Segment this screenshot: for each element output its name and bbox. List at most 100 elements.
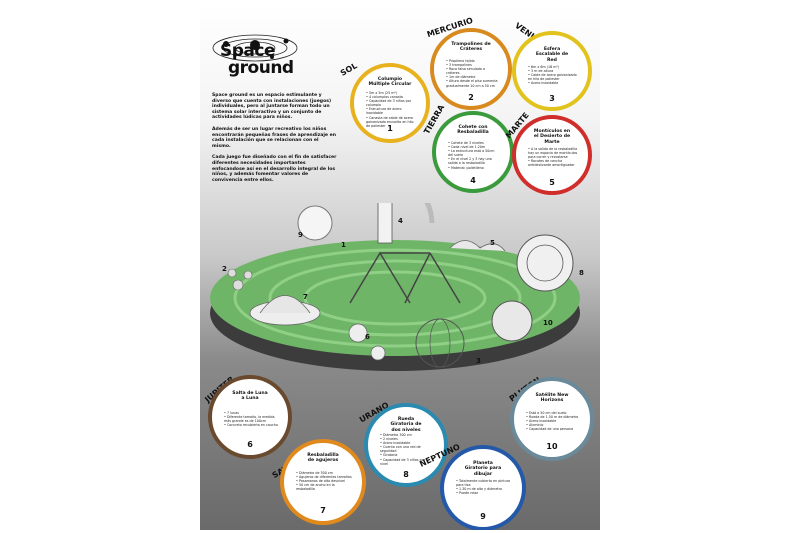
card-item: Altura desde el piso aumenta gradualment… [446,79,498,87]
card-marte: Montículos en el Desierto de Marte A la … [512,115,592,195]
card-item: Agujeros de diferentes tamaños [296,475,352,479]
card-item: Puede rotar [456,491,512,495]
card-item: Aluminio [526,423,580,427]
card-item: 1m de diámetro [446,75,498,79]
card-number: 2 [468,93,474,102]
card-item: Capacidad de 3 niños por columpio [366,99,416,107]
intro-paragraph: Cada juego fue diseñado con el fin de sa… [212,155,337,183]
card-neptuno: Planeta Giratorio para dibujar Totalment… [440,445,526,530]
card-item: Acero inoxidable [528,81,578,85]
card-item: 5m x 5m (25 m²) [366,91,416,95]
card-item: 2 niveles [380,437,434,441]
card-mercurio: Trampolines de Cráteres Propileno tejido… [430,28,512,110]
card-jupiter: Salta de Luna a Luna 7 lunas Diferente t… [208,375,292,459]
card-item: Diámetro 300 cm [380,433,434,437]
intro-paragraph: Space ground es un espacio estimulante y… [212,93,332,121]
scene-number-5: 5 [490,239,495,247]
card-list: A la salida de la resbaladilla hay un es… [528,147,578,167]
card-title: Rueda Giratoria de dos niveles [390,417,422,433]
card-item: Está a 50 cm del suelo [526,411,580,415]
card-saturno: Resbaladilla de agujeros Diámetro de 300… [280,439,366,525]
card-list: 5m x 5m (25 m²) 4 columpios canasta Capa… [366,91,416,128]
scene-number-1: 1 [341,241,346,249]
logo-word-ground: ground [228,58,294,78]
card-item: 6m x 6m (16 m²) [528,65,578,69]
card-item: 7 lunas [224,411,278,415]
card-item: 3 trampolines [446,63,498,67]
card-item: En el nivel 2 y 3 hay una salida a la re… [448,157,500,165]
card-number: 10 [546,442,558,451]
playground-illustration: 1 2 3 4 5 6 7 8 9 10 [210,203,584,371]
card-title: Planeta Giratorio para dibujar [464,461,502,477]
scene-number-7: 7 [303,293,308,301]
card-item: Rocotes de cancha antideslizante amortig… [528,159,578,167]
poster: Space ground Space ground es un espacio … [200,3,600,530]
card-list: 7 lunas Diferente tamaño, la medida más … [224,411,278,427]
card-number: 5 [549,178,555,187]
card-list: Totalmente cubierto en pintura para tiza… [456,479,512,495]
card-item: Cada nivel de 1.20m [448,145,500,149]
card-title: Columpio Múltiple Circular [368,77,412,88]
card-title: Trampolines de Cráteres [451,42,491,53]
card-item: Cable de acero galvanizado en hilo de po… [528,73,578,81]
scene-number-9: 9 [298,231,303,239]
card-list: Diámetro de 300 cm Agujeros de diferente… [296,471,352,491]
card-item: Material: polietileno [448,166,500,170]
intro-text: Space ground es un espacio estimulante y… [212,93,337,189]
card-list: Diámetro 300 cm 2 niveles Acero inoxidab… [380,433,434,466]
card-item: Diferente tamaño, la medida más grande e… [224,415,278,423]
card-item: 50 cm de ancho en la resbaladilla [296,483,352,491]
card-title: Satélite New Horizons [535,393,569,404]
card-item: Capacidad de una persona [526,427,580,431]
card-number: 3 [549,94,555,103]
scene-number-8: 8 [579,269,584,277]
scene-number-4: 4 [398,217,403,225]
card-title: Cohete con Resbaladilla [457,125,489,136]
card-number: 8 [403,470,409,479]
card-title: Esfera Escalable de Red [535,47,569,63]
card-title: Salta de Luna a Luna [232,391,268,402]
card-number: 7 [320,506,326,515]
card-item: 1.30 m de alto y diámetro [456,487,512,491]
scene-number-6: 6 [365,333,370,341]
scene-number-2: 2 [222,265,227,273]
card-list: 6m x 6m (16 m²) 3 m de altura Cable de a… [528,65,578,85]
card-item: Capacidad de 3 niños por nivel [380,458,434,466]
card-tierra: Cohete con Resbaladilla Cohete de 3 nive… [432,111,514,193]
intro-paragraph: Además de ser un lugar recreativo los ni… [212,126,337,149]
card-item: Giratoria [380,453,434,457]
card-title: Resbaladilla de agujeros [307,453,339,464]
scene-number-3: 3 [476,357,481,365]
planet-label-sol: SOL [338,61,359,78]
card-item: 4 columpios canasta [366,95,416,99]
card-item: Canasta de cable de acero galvanizado en… [366,116,416,128]
card-item: 3 m de altura [528,69,578,73]
card-item: Rueda de 1.50 m de diámetro [526,415,580,419]
card-sol: Columpio Múltiple Circular 5m x 5m (25 m… [350,63,430,143]
card-item: Propileno tejido [446,59,498,63]
card-item: Diámetro de 300 cm [296,471,352,475]
card-list: Propileno tejido 3 trampolines Roca fals… [446,59,498,88]
card-list: Está a 50 cm del suelo Rueda de 1.50 m d… [526,411,580,431]
card-pluton: Satélite New Horizons Está a 50 cm del s… [510,377,594,461]
card-urano: Rueda Giratoria de dos niveles Diámetro … [364,403,448,487]
scene-number-10: 10 [543,319,553,327]
card-list: Cohete de 3 niveles Cada nivel de 1.20m … [448,141,500,170]
card-title: Montículos en el Desierto de Marte [533,129,571,145]
card-number: 4 [470,176,476,185]
card-item: Concreto recubierto en caucho [224,423,278,427]
solar-system-logo-icon [212,34,298,62]
card-item: Pasamanos de alto desnivel [296,479,352,483]
card-number: 1 [387,124,393,133]
card-item: Totalmente cubierto en pintura para tiza [456,479,512,487]
card-number: 6 [247,440,253,449]
card-venus: Esfera Escalable de Red 6m x 6m (16 m²) … [512,31,592,111]
card-item: Roca falsa simulada a cráteres [446,67,498,75]
card-item: Acero inoxidable [526,419,580,423]
card-item: Cuenta con una red de seguridad [380,445,434,453]
logo-word-space: Space [220,41,276,61]
card-number: 9 [480,512,486,521]
card-item: A la salida de la resbaladilla hay un es… [528,147,578,159]
card-item: La estructura está a 50cm del suelo [448,149,500,157]
card-item: Cohete de 3 niveles [448,141,500,145]
